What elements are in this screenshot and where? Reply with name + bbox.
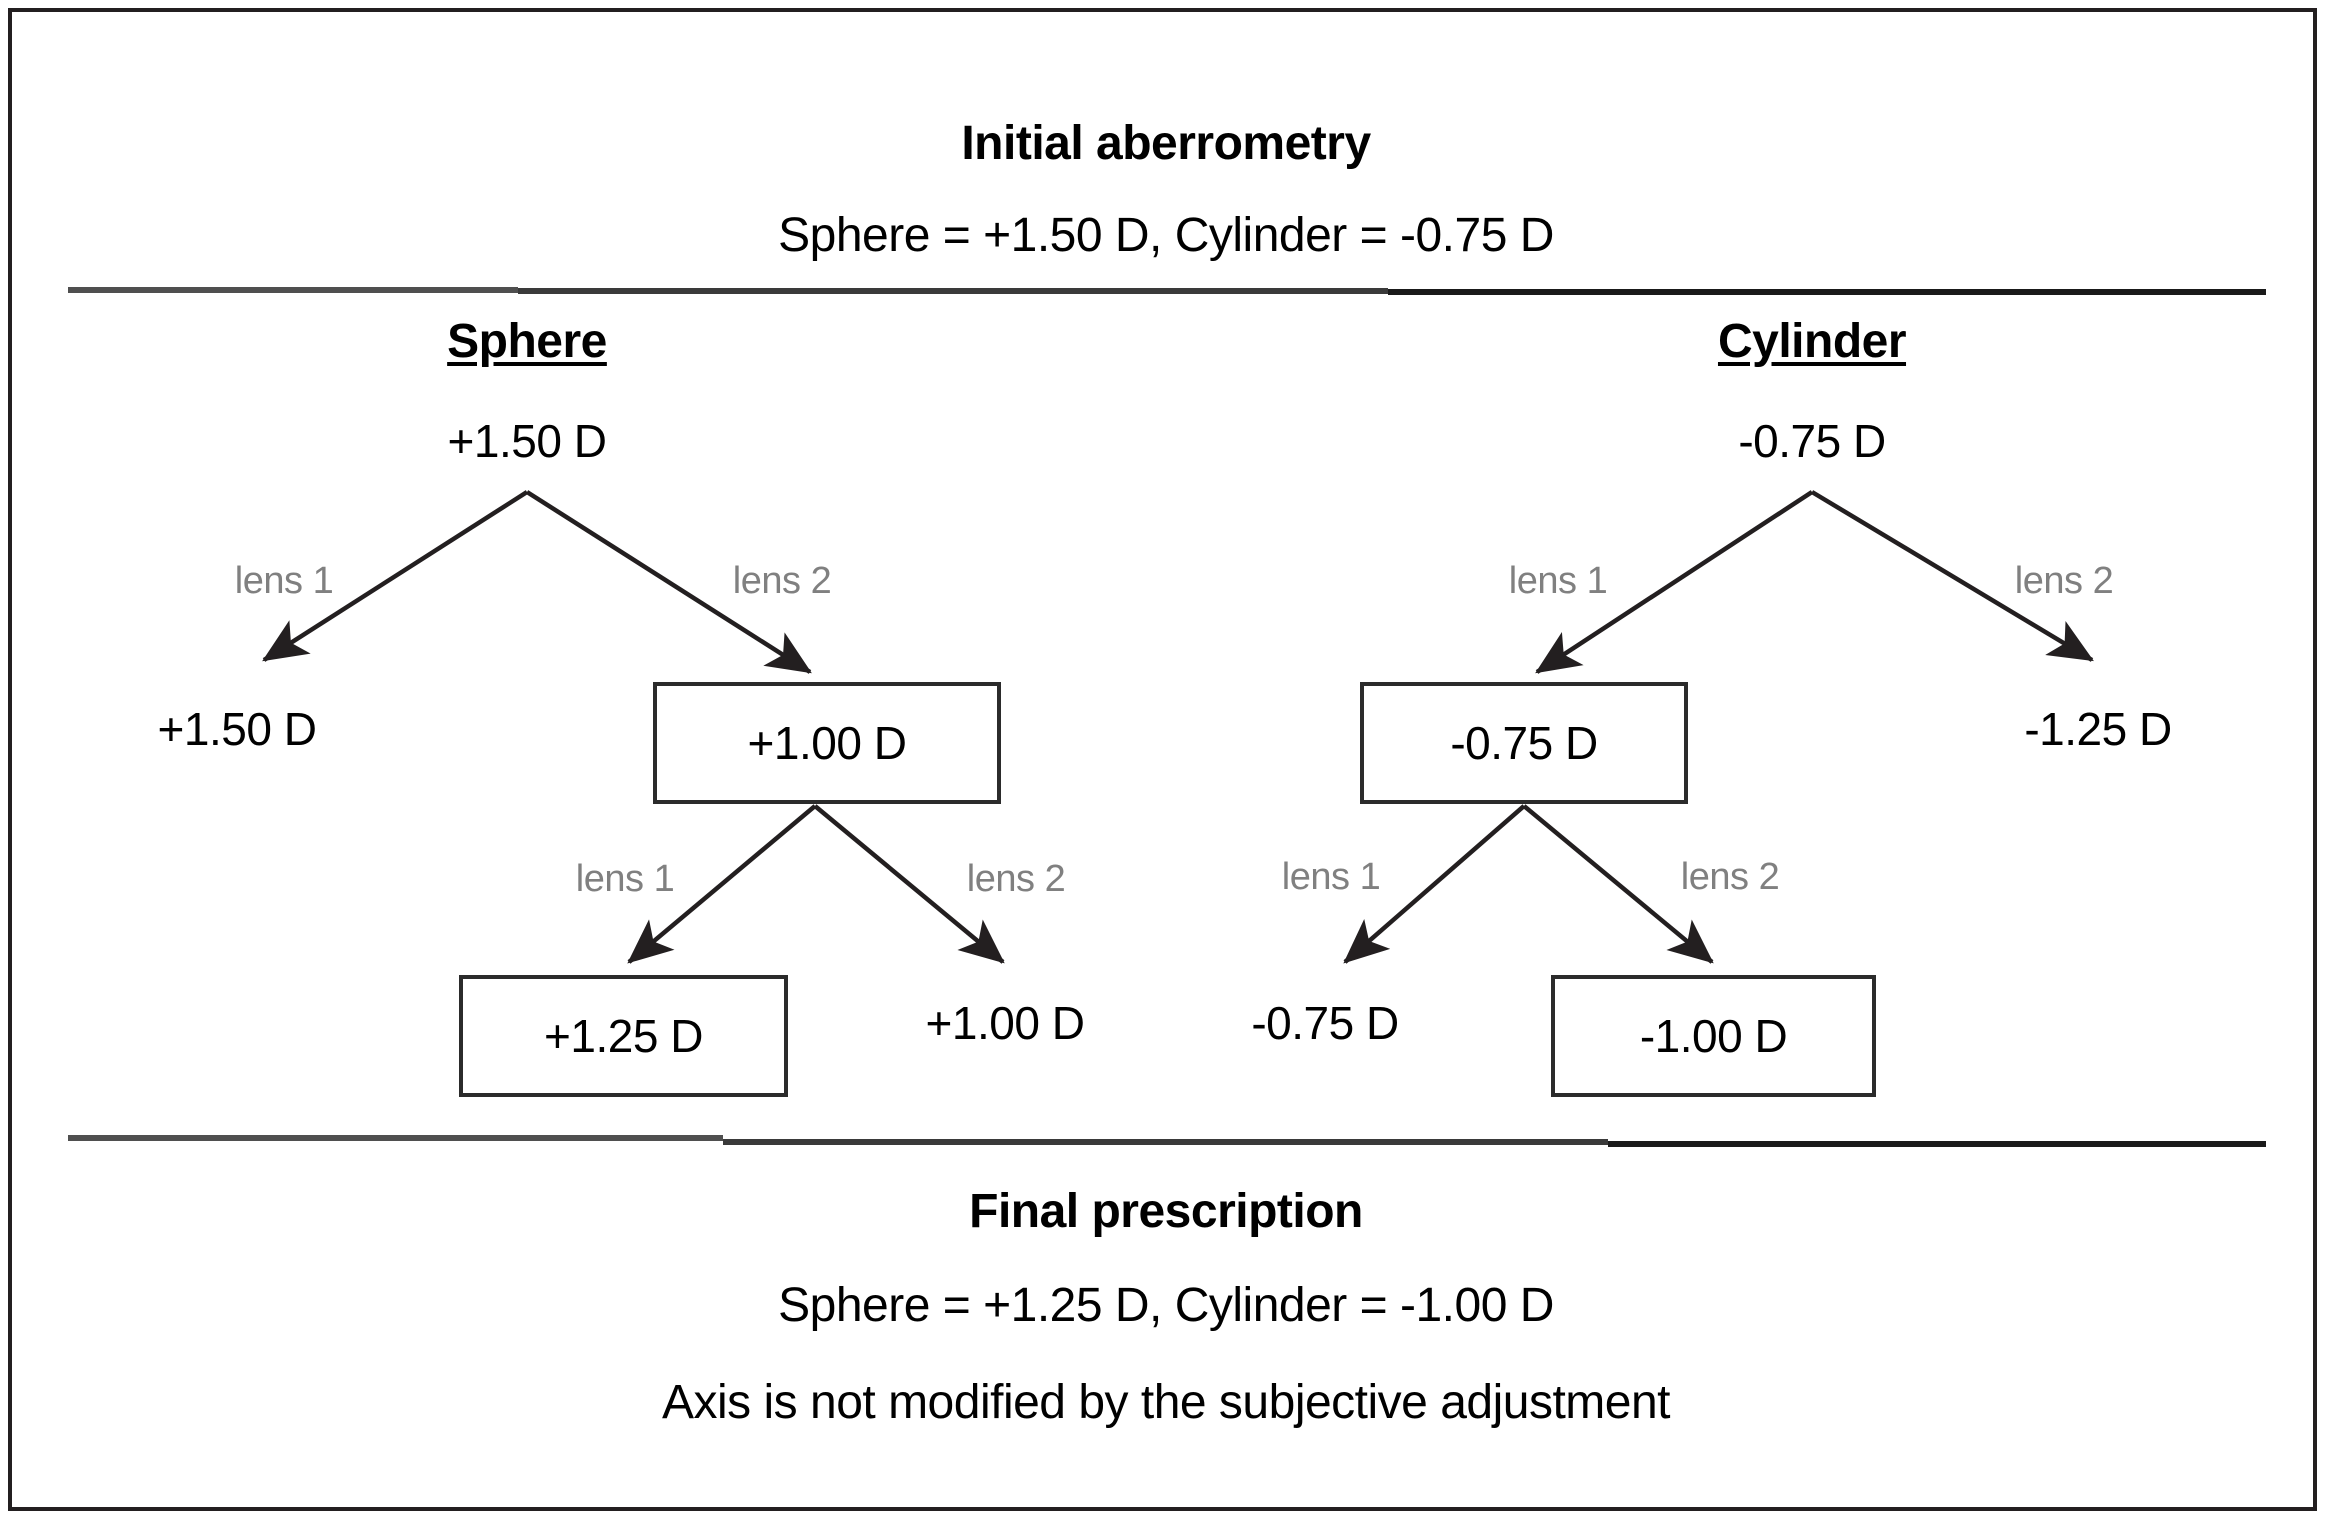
edge-label-sphere-n1-lens1: lens 1: [575, 858, 675, 900]
node-cylinder-root: -0.75 D: [1738, 415, 1886, 467]
node-cylinder-l1-right: -1.25 D: [2024, 703, 2172, 755]
footer-note: Axis is not modified by the subjective a…: [661, 1376, 1671, 1429]
header-summary: Sphere = +1.50 D, Cylinder = -0.75 D: [778, 209, 1554, 262]
node-cylinder-l1-left-label: -0.75 D: [1450, 717, 1598, 769]
edge-label-cylinder-n1-lens2: lens 2: [1680, 856, 1780, 898]
separator-bottom-right: [1608, 1141, 2266, 1147]
node-sphere-l2-right: +1.00 D: [925, 997, 1085, 1049]
edge-label-cylinder-n1-lens1: lens 1: [1281, 856, 1381, 898]
footer-title: Final prescription: [969, 1185, 1363, 1238]
footer-summary: Sphere = +1.25 D, Cylinder = -1.00 D: [778, 1279, 1554, 1332]
separator-bottom-mid: [723, 1139, 1608, 1145]
edge-label-sphere-root-lens1: lens 1: [234, 560, 334, 602]
separator-top-right: [1388, 289, 2266, 295]
node-sphere-l1-right-label: +1.00 D: [747, 717, 907, 769]
node-box-sphere-l1-right: +1.00 D: [653, 682, 1001, 804]
column-heading-cylinder: Cylinder: [1717, 315, 1907, 368]
edge-label-cylinder-root-lens1: lens 1: [1508, 560, 1608, 602]
edge-label-cylinder-root-lens2: lens 2: [2014, 560, 2114, 602]
edge-label-sphere-n1-lens2: lens 2: [966, 858, 1066, 900]
node-cylinder-l2-right-label: -1.00 D: [1639, 1010, 1788, 1062]
separator-bottom-left: [68, 1135, 723, 1141]
edge-label-sphere-root-lens2: lens 2: [732, 560, 832, 602]
node-cylinder-l2-left: -0.75 D: [1251, 997, 1399, 1049]
column-heading-sphere: Sphere: [447, 315, 607, 368]
separator-top-mid: [518, 288, 1388, 294]
figure-border: [8, 8, 2317, 1511]
node-sphere-root: +1.50 D: [447, 415, 607, 467]
separator-top-left: [68, 287, 518, 293]
node-box-cylinder-l2-right: -1.00 D: [1551, 975, 1876, 1097]
node-box-sphere-l2-left: +1.25 D: [459, 975, 788, 1097]
node-sphere-l1-left: +1.50 D: [157, 703, 317, 755]
header-title: Initial aberrometry: [961, 117, 1371, 170]
node-sphere-l2-left-label: +1.25 D: [544, 1010, 703, 1062]
node-box-cylinder-l1-left: -0.75 D: [1360, 682, 1688, 804]
